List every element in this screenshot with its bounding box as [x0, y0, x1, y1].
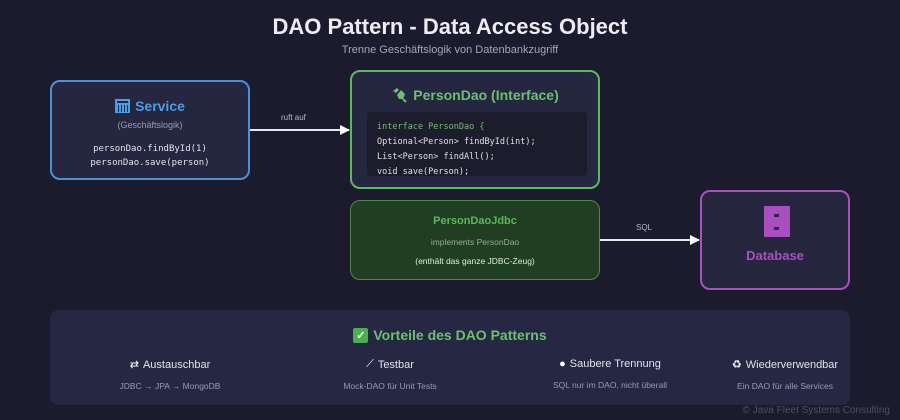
- implementation-note: (enthält das ganze JDBC-Zeug): [415, 256, 535, 266]
- benefit-desc: SQL nur im DAO, nicht überall: [552, 380, 667, 390]
- benefit-title: Austauschbar: [142, 358, 211, 371]
- apple-icon: ●: [559, 358, 566, 370]
- footer-copyright: © Java Fleet Systems Consulting: [742, 405, 890, 416]
- benefit-item: ♻ Wiederverwendbar Ein DAO für alle Serv…: [695, 358, 875, 392]
- person-dao-interface-box: PersonDao (Interface) interface PersonDa…: [350, 70, 600, 189]
- benefit-title: Wiederverwendbar: [745, 358, 839, 371]
- benefit-desc: JDBC → JPA → MongoDB: [119, 381, 221, 391]
- page-subtitle: Trenne Geschäftslogik von Datenbankzugri…: [341, 44, 559, 56]
- benefit-item: ● Saubere Trennung SQL nur im DAO, nicht…: [520, 358, 700, 390]
- service-code: personDao.findById(1) personDao.save(per…: [52, 142, 248, 170]
- benefit-item: ⇄ Austauschbar JDBC → JPA → MongoDB: [80, 358, 260, 392]
- code-line: List<Person> findAll();: [377, 152, 495, 162]
- benefit-title: Saubere Trennung: [569, 358, 661, 370]
- benefits-title: Vorteile des DAO Patterns: [373, 327, 547, 343]
- code-line: interface PersonDao {: [377, 122, 485, 132]
- service-subtitle: (Geschäftslogik): [117, 120, 183, 130]
- benefits-panel: ✓ Vorteile des DAO Patterns ⇄ Austauschb…: [50, 310, 850, 405]
- filing-cabinet-icon: [764, 206, 790, 237]
- service-box: Service (Geschäftslogik) personDao.findB…: [50, 80, 250, 180]
- check-mark-icon: ✓: [353, 327, 369, 343]
- service-title: Service: [135, 98, 185, 114]
- plug-icon: [393, 88, 407, 103]
- code-line: personDao.save(person): [90, 158, 210, 168]
- code-line: personDao.findById(1): [93, 144, 207, 154]
- person-dao-jdbc-box: PersonDaoJdbc implements PersonDao (enth…: [350, 200, 600, 280]
- implementation-subtitle: implements PersonDao: [430, 237, 520, 247]
- code-line: Optional<Person> findById(int);: [377, 137, 536, 147]
- database-box: Database: [700, 190, 850, 290]
- abacus-icon: [115, 99, 131, 113]
- implementation-title: PersonDaoJdbc: [433, 215, 517, 227]
- database-label: Database: [746, 248, 804, 263]
- code-line: void save(Person);: [377, 167, 470, 176]
- benefit-item: ⟋ Testbar Mock-DAO für Unit Tests: [300, 358, 480, 391]
- swap-icon: ⇄: [129, 359, 139, 371]
- recycle-icon: ♻: [731, 359, 742, 371]
- benefit-title: Testbar: [377, 358, 414, 371]
- arrow-label-sql: SQL: [636, 223, 653, 232]
- interface-title: PersonDao (Interface): [413, 87, 559, 103]
- interface-code-block: interface PersonDao { Optional<Person> f…: [367, 112, 587, 176]
- page-title: DAO Pattern - Data Access Object: [272, 14, 628, 39]
- benefit-desc: Mock-DAO für Unit Tests: [343, 381, 437, 391]
- test-tube-icon: ⟋: [366, 358, 374, 370]
- benefit-desc: Ein DAO für alle Services: [737, 381, 833, 391]
- arrow-label-ruft-auf: ruft auf: [281, 113, 306, 122]
